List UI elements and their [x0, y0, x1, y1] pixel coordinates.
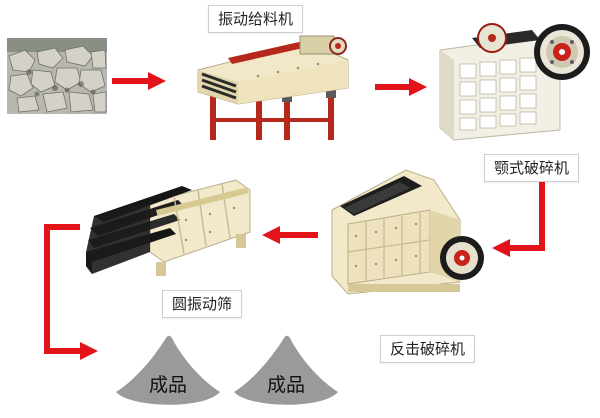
arrow-feeder-to-jaw [375, 78, 427, 96]
feeder-label: 振动给料机 [208, 5, 304, 33]
vibrating-feeder-image [197, 35, 349, 140]
impact-crusher-image [331, 169, 484, 295]
product-label-2: 成品 [266, 374, 305, 396]
jaw-crusher-label: 颚式破碎机 [484, 154, 580, 182]
product-label-1: 成品 [148, 374, 187, 396]
arrow-jaw-to-impact [492, 175, 545, 257]
screen-label: 圆振动筛 [162, 290, 243, 318]
product-pile-1 [116, 335, 220, 405]
product-pile-2 [234, 335, 338, 405]
arrow-impact-to-screen [262, 226, 318, 244]
arrow-stone-to-feeder [112, 72, 166, 90]
impact-crusher-label: 反击破碎机 [380, 335, 476, 363]
raw-stone-image [7, 38, 107, 114]
vibrating-screen-image [86, 179, 251, 276]
arrow-screen-to-products [44, 224, 98, 360]
jaw-crusher-image [439, 23, 590, 141]
